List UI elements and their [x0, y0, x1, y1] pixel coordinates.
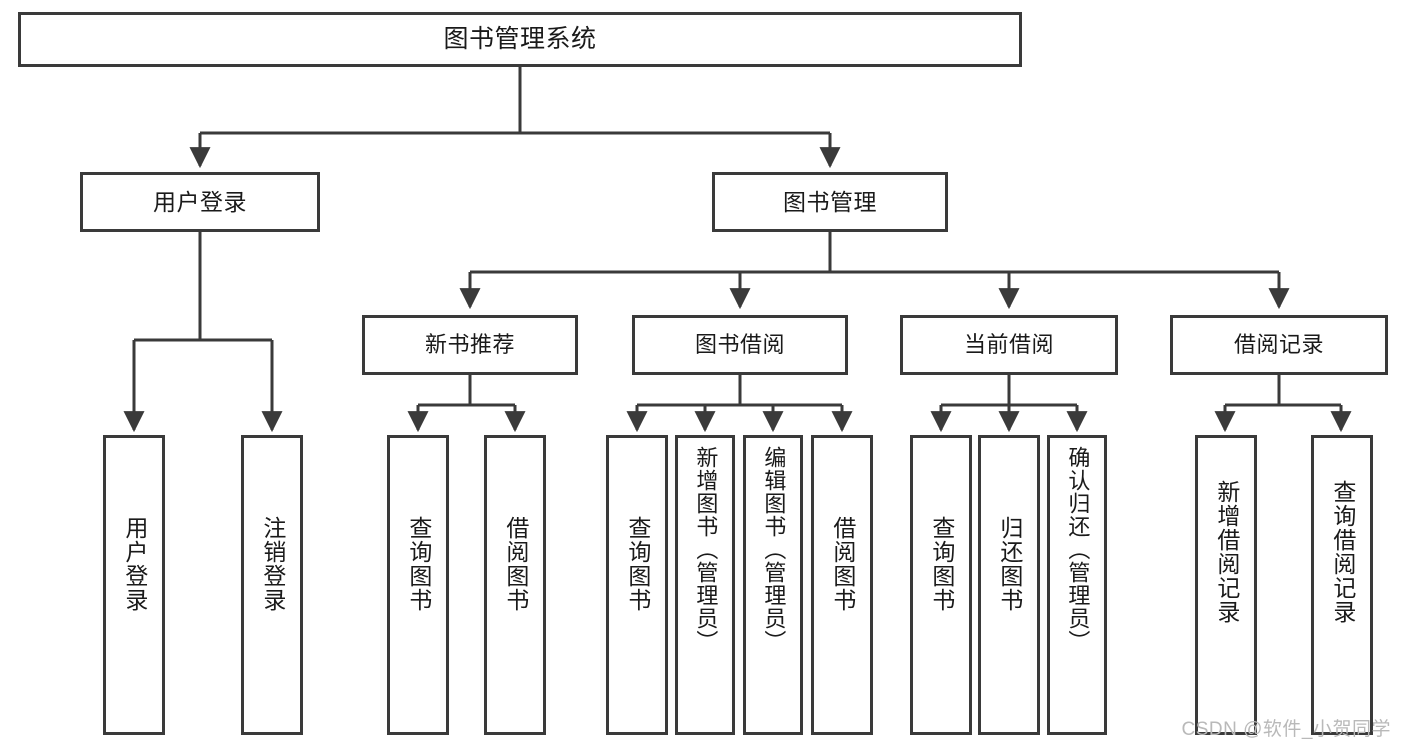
node-leaf-return-book[interactable]: 归还图书	[978, 435, 1040, 735]
node-new-book-recommendation[interactable]: 新书推荐	[362, 315, 578, 375]
node-label: 编辑图书（管理员）	[761, 446, 787, 653]
node-label: 查询图书	[405, 516, 432, 612]
node-label: 图书管理系统	[443, 25, 597, 53]
node-book-management[interactable]: 图书管理	[712, 172, 948, 232]
node-label: 借阅图书	[829, 516, 856, 612]
node-leaf-query-book-borrow[interactable]: 查询图书	[606, 435, 668, 735]
node-label: 图书借阅	[694, 332, 785, 357]
node-leaf-query-book-current[interactable]: 查询图书	[910, 435, 972, 735]
node-leaf-borrow-book[interactable]: 借阅图书	[811, 435, 873, 735]
node-leaf-confirm-return-admin[interactable]: 确认归还（管理员）	[1047, 435, 1107, 735]
node-label: 新增图书（管理员）	[693, 446, 719, 653]
node-label: 用户登录	[153, 188, 247, 215]
node-book-borrowing[interactable]: 图书借阅	[632, 315, 848, 375]
node-label: 借阅记录	[1233, 332, 1324, 357]
node-leaf-add-book-admin[interactable]: 新增图书（管理员）	[675, 435, 735, 735]
node-label: 新书推荐	[424, 332, 515, 357]
node-leaf-edit-book-admin[interactable]: 编辑图书（管理员）	[743, 435, 803, 735]
node-label: 确认归还（管理员）	[1065, 446, 1091, 653]
node-user-login[interactable]: 用户登录	[80, 172, 320, 232]
node-leaf-add-borrow-record[interactable]: 新增借阅记录	[1195, 435, 1257, 735]
node-leaf-logout[interactable]: 注销登录	[241, 435, 303, 735]
node-leaf-query-book-new[interactable]: 查询图书	[387, 435, 449, 735]
node-leaf-query-borrow-record[interactable]: 查询借阅记录	[1311, 435, 1373, 735]
node-root-system[interactable]: 图书管理系统	[18, 12, 1022, 67]
watermark-text: CSDN @软件_小贺同学	[1181, 719, 1391, 740]
node-label: 查询图书	[928, 516, 955, 612]
node-borrow-records[interactable]: 借阅记录	[1170, 315, 1388, 375]
node-current-borrowing[interactable]: 当前借阅	[900, 315, 1118, 375]
node-label: 查询借阅记录	[1329, 480, 1356, 624]
node-label: 用户登录	[121, 516, 148, 612]
node-label: 当前借阅	[963, 332, 1054, 357]
node-label: 归还图书	[996, 516, 1023, 612]
node-label: 图书管理	[783, 188, 877, 215]
node-leaf-user-login[interactable]: 用户登录	[103, 435, 165, 735]
node-leaf-borrow-book-new[interactable]: 借阅图书	[484, 435, 546, 735]
node-label: 新增借阅记录	[1213, 480, 1240, 624]
node-label: 查询图书	[624, 516, 651, 612]
node-label: 注销登录	[259, 516, 286, 612]
node-label: 借阅图书	[502, 516, 529, 612]
